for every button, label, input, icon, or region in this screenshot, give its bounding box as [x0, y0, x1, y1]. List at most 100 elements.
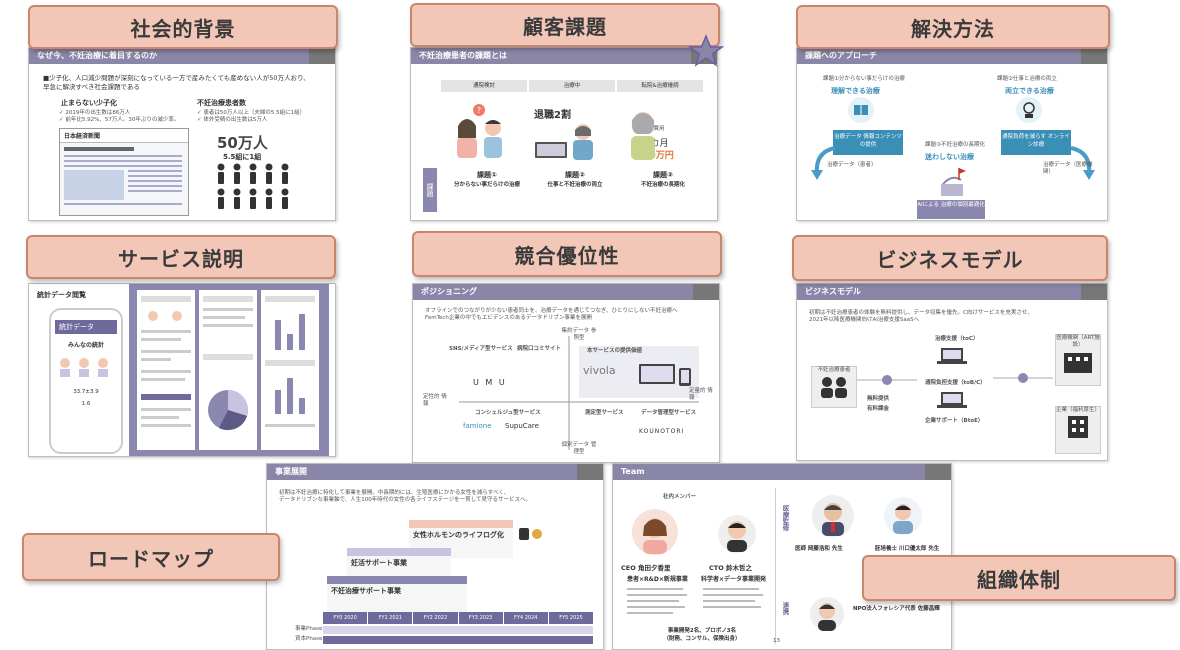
- partner-label: 連携: [779, 594, 791, 622]
- online-consult-icon: [1016, 97, 1042, 123]
- slide-title-bar: Team: [613, 464, 951, 480]
- business-phase-bar: [323, 626, 593, 634]
- monitor-icon: [937, 392, 967, 408]
- content-provision-box: 治療データ 情報コンテンツの提供: [833, 130, 903, 155]
- cycle-arrow-right-icon: [1070, 146, 1095, 180]
- approach-3-title: 課題③不妊治療の長期化: [925, 142, 985, 148]
- svg-text:?: ?: [477, 106, 481, 115]
- quadrant-concierge: コンシェルジュ型サービス: [475, 410, 541, 416]
- right-bullets: ✓ 患者は50万人以上（夫婦の5.5組に1組） ✓ 体外受精の出生数は5万人: [197, 110, 306, 123]
- year-2: FY2 2022: [413, 612, 458, 624]
- slide-title-bar: なぜ今、不妊治療に着目するのか: [29, 48, 335, 64]
- newspaper-lines: [64, 147, 182, 205]
- slide-title-bar: 事業展開: [267, 464, 603, 480]
- avatar-cto: [718, 515, 756, 553]
- data-patient: 治療データ（患者）: [827, 162, 877, 168]
- cycle-arrow-left-icon: [811, 146, 836, 180]
- lead-text: 初期は不妊治療患者の体験を無料提供し、データ収集を優先。C向けサービスを充実させ…: [809, 310, 1033, 323]
- quadrant-data: データ管理型サービス: [641, 410, 697, 416]
- slide-roadmap[interactable]: 事業展開 初期は不妊治療に特化して事業を展開。中長期的には、生殖医療にかかる女性…: [266, 463, 604, 650]
- screen-stats: [137, 290, 195, 450]
- approach-1-title: 課題①分からない事だらけの治療: [823, 76, 905, 82]
- slide-team[interactable]: Team 社内メンバー CEO 角田夕香里 患者×R&D×新規事業 CTO 鈴木…: [612, 463, 952, 650]
- screen-bars: [261, 290, 319, 450]
- row-capital-phase: 資本Phase: [295, 636, 323, 642]
- advisors-label: 医療監修: [779, 494, 791, 542]
- approach-2-title: 課題②仕事と治療の両立: [997, 76, 1057, 82]
- screen-pie: [199, 290, 257, 450]
- approach-1-keyword: 理解できる治療: [831, 87, 880, 95]
- service-title: 統計データ閲覧: [37, 291, 86, 299]
- slide-solution[interactable]: 課題へのアプローチ 課題①分からない事だらけの治療 理解できる治療 課題②仕事と…: [796, 47, 1108, 221]
- label-organization: 組織体制: [862, 555, 1176, 601]
- label-solution: 解決方法: [796, 5, 1110, 49]
- year-4: FY4 2024: [503, 612, 548, 624]
- brand-supucare: SupuCare: [505, 422, 539, 430]
- ratio-text: 5.5組に1組: [223, 153, 262, 161]
- year-0: FY0 2020: [323, 612, 368, 624]
- ceo-role: 患者×R&D×新規事業: [627, 576, 688, 583]
- worker-illustration: [535, 124, 593, 160]
- slide-social-background[interactable]: なぜ今、不妊治療に着目するのか ■少子化、人口減少問題が深刻になっている一方で産…: [28, 47, 336, 221]
- year-5: FY5 2025: [548, 612, 594, 624]
- issue-2: 課題② 仕事と不妊治療の両立: [547, 171, 603, 188]
- node-toC: 治療支援（toC）: [935, 336, 979, 342]
- star-icon: [688, 34, 724, 67]
- brand-vivola: vivola: [583, 364, 616, 377]
- label-business-model: ビジネスモデル: [792, 235, 1108, 281]
- cto-role: 科学者×データ事業開発: [701, 576, 767, 583]
- elder-illustration: [631, 112, 655, 160]
- avatar-npo: [810, 597, 844, 631]
- newspaper-clipping: 日本経済新聞: [59, 128, 189, 216]
- label-service: サービス説明: [26, 235, 336, 279]
- right-heading: 不妊治療患者数: [197, 99, 246, 107]
- flow-arrow-left: [857, 375, 917, 385]
- book-icon: [848, 97, 874, 123]
- free-label: 無料提供: [867, 396, 890, 402]
- slide-business-model[interactable]: ビジネスモデル 初期は不妊治療患者の体験を無料提供し、データ収集を優先。C向けサ…: [796, 283, 1108, 461]
- slide-competitive[interactable]: ポジショニング オフラインでのつながりが少ない患者同士を、治療データを通じてつな…: [412, 283, 720, 463]
- team-footer: 事業開発2名、プロボノ3名 （財務、コンサル、保険出身）: [663, 628, 741, 642]
- doctor-2-name: 胚培養士 川口優太郎 先生: [875, 546, 940, 552]
- left-bullets: ✓ 2019年の出生数は86万人 ✓ 前年比5.92%、57万人、30年ぶりの減…: [59, 110, 180, 123]
- hospital-node: 医療機関（ART施設）: [1055, 334, 1101, 386]
- issue-3: 課題③ 不妊治療の長期化: [640, 171, 685, 188]
- patient-node: 不妊治療患者: [811, 366, 857, 408]
- slide-title-bar: 課題へのアプローチ: [797, 48, 1107, 64]
- path-flag-icon: [941, 168, 966, 196]
- doctor-1-name: 医師 岡藤浩和 先生: [795, 546, 843, 552]
- member-bios: [627, 586, 767, 622]
- retire-rate: 退職2割: [534, 110, 571, 121]
- quadrant-review: 病院口コミサイト: [517, 346, 562, 352]
- axis-left: 定性的 情報: [423, 394, 447, 407]
- inner-members-heading: 社内メンバー: [663, 494, 697, 500]
- brand-kounotori: KOUNOTORI: [639, 428, 685, 435]
- slide-customer-issues[interactable]: 不妊治療患者の課題とは 通院検討 治療中 転院&治療継続 ? 退職2割 期間／費…: [410, 47, 718, 221]
- divider: [775, 488, 776, 644]
- brand-umu: U M U: [473, 378, 507, 387]
- lead-text: オフラインでのつながりが少ない患者同士を、治療データを通じてつなぎ、ひとりにしな…: [425, 308, 678, 321]
- approach-3-keyword: 迷わしない治療: [925, 153, 974, 161]
- data-clinic: 治療データ（医療機関）: [1043, 162, 1093, 175]
- label-customer-issues: 顧客課題: [410, 3, 720, 47]
- row-business-phase: 事業Phase: [295, 626, 323, 632]
- label-social-background: 社会的背景: [28, 5, 338, 49]
- capital-phase-bar: [323, 636, 593, 644]
- people-pictogram: [217, 163, 289, 209]
- label-competitive: 競合優位性: [412, 231, 722, 277]
- avatar-group: [60, 358, 108, 377]
- brand-famione: famione: [463, 422, 492, 430]
- node-BtoE: 企業サポート（BtoE）: [925, 418, 984, 424]
- lead-text: 初期は不妊治療に特化して事業を展開。中長期的には、生殖医療にかかる女性を減らすべ…: [279, 490, 532, 503]
- quadrant-measure: 測定型サービス: [585, 410, 624, 416]
- couple-illustration: ?: [457, 104, 502, 158]
- ai-optimization-box: AIによる 治療の個別最適化: [917, 200, 985, 219]
- npo-name: NPO法人フォレシア代表 佐藤昌輝: [853, 606, 940, 612]
- big-number: 50万人: [217, 134, 268, 152]
- label-roadmap: ロードマップ: [22, 533, 280, 581]
- avatar-doctor-1: [812, 495, 854, 537]
- approach-2-keyword: 両立できる治療: [1005, 87, 1054, 95]
- slide-service[interactable]: 統計データ閲覧 統計データ みんなの統計 33.7±3.9 1.6: [28, 283, 336, 457]
- issue-1: 課題① 分からない事だらけの治療: [453, 171, 520, 188]
- online-consult-box: 通院負荷を減らす オンライン診療: [1001, 130, 1071, 155]
